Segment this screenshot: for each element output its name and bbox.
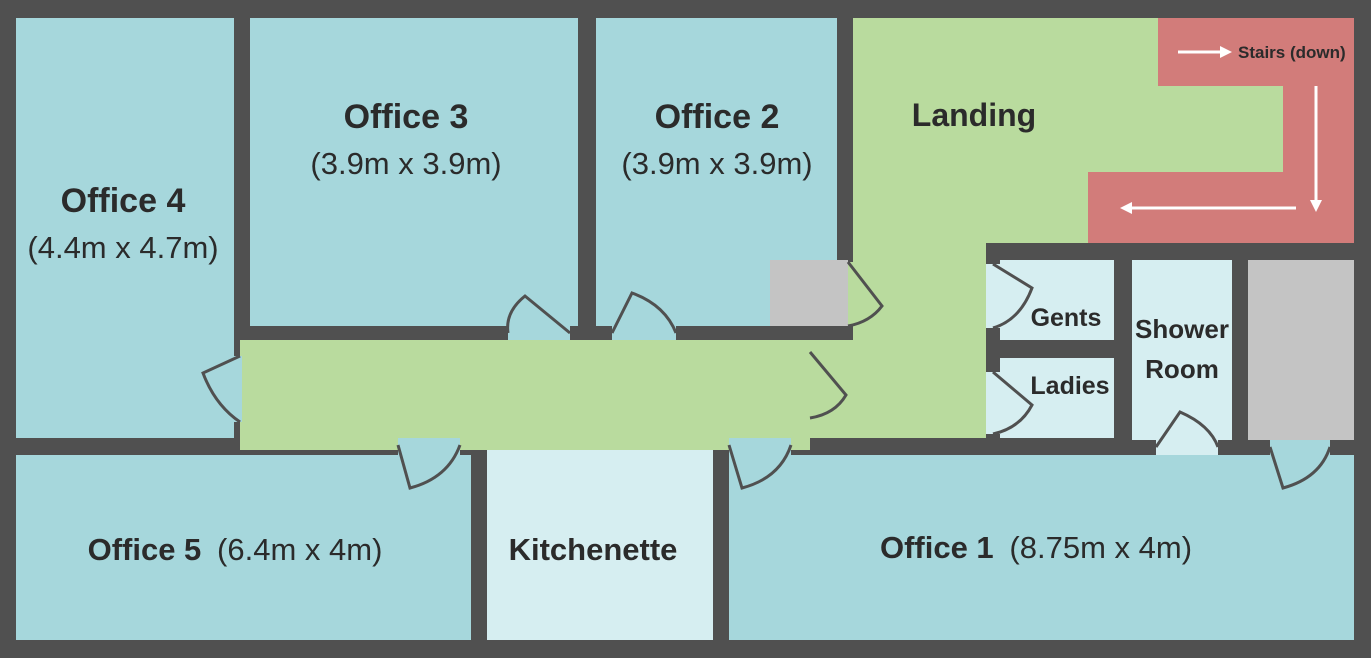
stairs-arrow-icon (1120, 46, 1322, 214)
room-office-4[interactable] (16, 18, 234, 438)
room-gents[interactable] (1000, 260, 1114, 340)
room-office-3[interactable] (250, 18, 578, 326)
shower-label-line1: Shower (1135, 314, 1229, 344)
room-kitchenette[interactable] (487, 450, 713, 640)
office-5-name: Office 5 (88, 532, 202, 567)
corridor[interactable] (240, 340, 810, 450)
door-swing-office5[interactable] (396, 444, 462, 490)
door-swing-office3[interactable] (506, 294, 571, 335)
office-1-size: (8.75m x 4m) (1009, 530, 1192, 565)
door-swing-ladies[interactable] (992, 370, 1034, 436)
door-opening-office2 (612, 326, 676, 340)
office-4-name: Office 4 (61, 182, 186, 220)
door-swing-shower[interactable] (1154, 410, 1220, 448)
office-1-label: Office 1 (8.75m x 4m) (880, 530, 1192, 565)
room-landing[interactable] (810, 18, 1283, 438)
room-stairs[interactable] (1088, 18, 1354, 243)
room-ladies[interactable] (1000, 358, 1114, 438)
door-opening-ladies (986, 372, 1000, 434)
ladies-label: Ladies (1030, 372, 1109, 400)
door-opening-office4 (234, 356, 242, 422)
office-5-size: (6.4m x 4m) (217, 532, 382, 567)
office-2-name: Office 2 (655, 98, 780, 136)
room-office-5[interactable] (16, 455, 471, 640)
store-right (1248, 260, 1354, 440)
office-4-size: (4.4m x 4.7m) (27, 230, 218, 265)
office-2-size: (3.9m x 3.9m) (621, 146, 812, 181)
kitchenette-label: Kitchenette (509, 532, 678, 567)
door-opening-shower (1156, 440, 1218, 455)
door-opening-office1 (729, 438, 791, 455)
door-swing-cupboard[interactable] (846, 261, 884, 328)
stairs-label: Stairs (down) (1238, 43, 1346, 62)
room-shower[interactable] (1132, 260, 1232, 440)
office-3-name: Office 3 (344, 98, 469, 136)
door-opening-office3 (508, 326, 570, 340)
door-swing-office4[interactable] (201, 354, 241, 424)
shower-label-line2: Room (1145, 354, 1219, 384)
door-opening-store (1270, 440, 1330, 455)
office-1-name: Office 1 (880, 530, 994, 565)
door-opening-cupboard (848, 262, 853, 326)
office-5-label: Office 5 (6.4m x 4m) (88, 532, 383, 567)
store-cupboard (770, 260, 848, 326)
door-opening-corridor (806, 352, 814, 418)
door-swing-office2[interactable] (610, 291, 678, 334)
office-3-size: (3.9m x 3.9m) (310, 146, 501, 181)
landing-label: Landing (912, 97, 1036, 133)
door-swing-office1[interactable] (727, 444, 793, 490)
door-swing-gents[interactable] (992, 262, 1034, 330)
door-opening-office5 (398, 438, 460, 455)
door-swing-corridor[interactable] (808, 351, 848, 420)
room-office-1[interactable] (729, 455, 1354, 640)
door-opening-gents (986, 264, 1000, 328)
door-swing-store[interactable] (1268, 446, 1332, 490)
gents-label: Gents (1031, 304, 1102, 332)
